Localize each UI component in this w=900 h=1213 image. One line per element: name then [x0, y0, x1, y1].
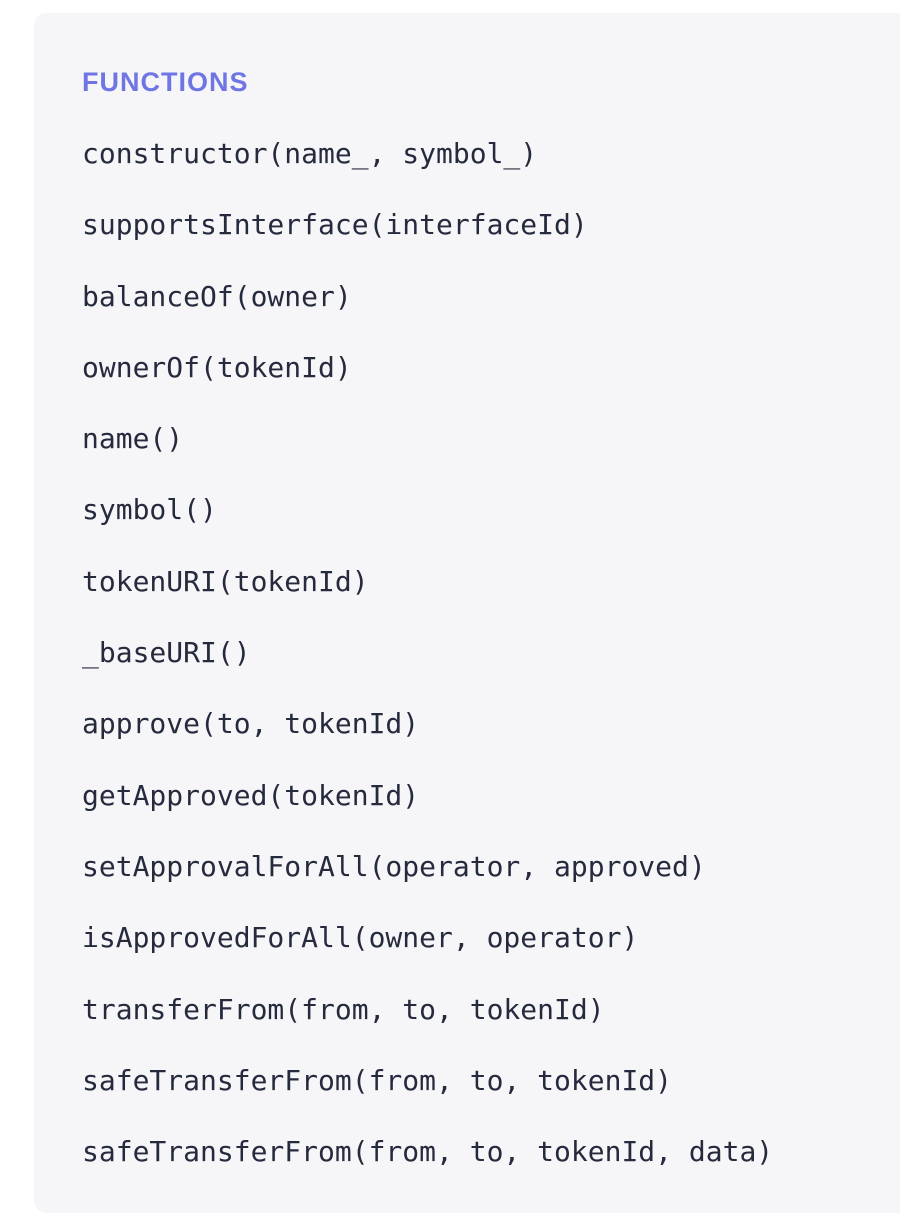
function-link-supports-interface[interactable]: supportsInterface(interfaceId)	[82, 208, 588, 242]
function-link-symbol[interactable]: symbol()	[82, 493, 217, 527]
function-item: getApproved(tokenId)	[82, 778, 773, 849]
function-link-transfer-from[interactable]: transferFrom(from, to, tokenId)	[82, 992, 605, 1026]
function-list: constructor(name_, symbol_) supportsInte…	[82, 136, 773, 1205]
function-item: approve(to, tokenId)	[82, 706, 773, 777]
function-link-balance-of[interactable]: balanceOf(owner)	[82, 279, 352, 313]
function-item: name()	[82, 421, 773, 492]
section-title: FUNCTIONS	[82, 67, 249, 97]
function-item: tokenURI(tokenId)	[82, 564, 773, 635]
function-item: _baseURI()	[82, 635, 773, 706]
function-link-get-approved[interactable]: getApproved(tokenId)	[82, 778, 420, 812]
function-link-is-approved-for-all[interactable]: isApprovedForAll(owner, operator)	[82, 921, 639, 955]
function-link-owner-of[interactable]: ownerOf(tokenId)	[82, 350, 352, 384]
function-item: supportsInterface(interfaceId)	[82, 207, 773, 278]
function-item: symbol()	[82, 492, 773, 563]
function-link-safe-transfer-from[interactable]: safeTransferFrom(from, to, tokenId)	[82, 1063, 673, 1097]
function-link-token-uri[interactable]: tokenURI(tokenId)	[82, 564, 369, 598]
function-link-name[interactable]: name()	[82, 422, 184, 456]
function-link-set-approval-for-all[interactable]: setApprovalForAll(operator, approved)	[82, 849, 706, 883]
function-item: safeTransferFrom(from, to, tokenId)	[82, 1063, 773, 1134]
function-item: isApprovedForAll(owner, operator)	[82, 920, 773, 991]
function-link-safe-transfer-from-data[interactable]: safeTransferFrom(from, to, tokenId, data…	[82, 1135, 774, 1169]
function-item: setApprovalForAll(operator, approved)	[82, 849, 773, 920]
function-item: constructor(name_, symbol_)	[82, 136, 773, 207]
function-item: safeTransferFrom(from, to, tokenId, data…	[82, 1134, 773, 1205]
function-link-approve[interactable]: approve(to, tokenId)	[82, 707, 420, 741]
function-item: transferFrom(from, to, tokenId)	[82, 992, 773, 1063]
function-link-base-uri[interactable]: _baseURI()	[82, 636, 251, 670]
function-item: ownerOf(tokenId)	[82, 350, 773, 421]
function-link-constructor[interactable]: constructor(name_, symbol_)	[82, 137, 538, 170]
function-item: balanceOf(owner)	[82, 279, 773, 350]
functions-panel	[34, 13, 900, 1213]
